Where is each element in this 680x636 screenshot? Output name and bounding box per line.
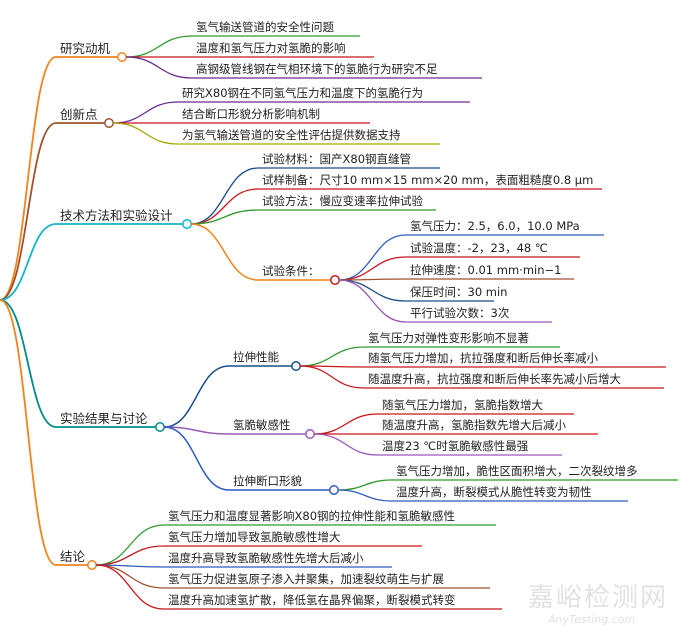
branch-1-node — [104, 118, 114, 128]
b3-sub1-leaf0-link — [313, 413, 379, 435]
b3-sub2-leaf1-link — [337, 489, 393, 502]
b0-leaf3-link — [125, 56, 193, 79]
leaf-motivation-2[interactable]: 温度和氢气压力对氢脆的影响 — [196, 41, 346, 55]
b3-sub1-leaf2-link — [313, 433, 379, 456]
b3-sub0-leaf0-link — [299, 346, 365, 367]
leaf-embrittle-3[interactable]: 温度23 ℃时氢脆敏感性最强 — [382, 439, 529, 453]
leaf-conclusion-5[interactable]: 温度升高加速氢扩散，降低氢在晶界偏聚，断裂模式转变 — [168, 593, 456, 607]
leaf-method-material[interactable]: 试验材料：国产X80钢直缝管 — [262, 152, 412, 166]
leaf-conclusion-4[interactable]: 氢气压力促进氢原子渗入并聚集，加速裂纹萌生与扩展 — [168, 572, 444, 586]
b3-sub0-node — [291, 361, 301, 371]
leaf-innovation-3[interactable]: 为氢气输送管道的安全性评估提供数据支持 — [182, 128, 401, 142]
leaf-method-specimen[interactable]: 试样制备：尺寸10 mm×15 mm×20 mm，表面粗糙度0.8 μm — [262, 173, 594, 187]
b3-sub1-node — [305, 429, 315, 439]
leaf-embrittle-1[interactable]: 随氢气压力增加，氢脆指数增大 — [382, 398, 543, 412]
sub-embrittlement[interactable]: 氢脆敏感性 — [233, 418, 291, 432]
watermark-en: AnyTesting.com — [548, 613, 636, 626]
branch-4-root-link — [0, 299, 57, 566]
leaf-cond-hold-time[interactable]: 保压时间：30 min — [410, 285, 508, 299]
branch-2-root-link — [0, 223, 57, 301]
branch-0-node — [117, 52, 127, 62]
branch-motivation[interactable]: 研究动机 — [60, 41, 111, 56]
b2-leaf3-link — [190, 209, 259, 225]
b3-sub2-link — [163, 426, 230, 491]
leaf-tensile-1[interactable]: 氢气压力对弹性变形影响不显著 — [368, 331, 529, 345]
branch-innovation[interactable]: 创新点 — [60, 107, 98, 122]
b3-sub1-link — [163, 426, 230, 435]
leaf-conclusion-3[interactable]: 温度升高导致氢脆敏感性先增大后减小 — [168, 551, 364, 565]
b3-sub2-leaf0-link — [337, 479, 393, 491]
leaf-fracture-2[interactable]: 温度升高，断裂模式从脆性转变为韧性 — [396, 485, 592, 499]
leaf-motivation-3[interactable]: 高钢级管线钢在气相环境下的氢脆行为研究不足 — [196, 62, 438, 76]
b2-leaf2-link — [190, 188, 259, 225]
branch-1-root-link — [0, 122, 57, 301]
leaf-method-test[interactable]: 试验方法：慢应变速率拉伸试验 — [262, 194, 423, 208]
b3-sub2-node — [329, 485, 339, 495]
b4-leaf3-link — [95, 564, 165, 589]
branch-4-node — [87, 560, 97, 570]
b2-sub-node — [330, 275, 340, 285]
leaf-cond-speed[interactable]: 拉伸速度：0.01 mm·min−1 — [410, 263, 562, 277]
leaf-cond-repeats[interactable]: 平行试验次数：3次 — [410, 306, 510, 320]
sub-fracture[interactable]: 拉伸断口形貌 — [233, 474, 302, 488]
watermark-cn: 嘉峪检测网 — [528, 583, 669, 613]
b1-leaf3-link — [112, 122, 179, 145]
b2-cond-3-link — [338, 279, 407, 302]
b1-leaf1-link — [112, 101, 179, 124]
leaf-cond-pressure[interactable]: 氢气压力：2.5，6.0，10.0 MPa — [410, 219, 580, 233]
leaf-innovation-2[interactable]: 结合断口形貌分析影响机制 — [182, 107, 320, 121]
branch-2-node — [182, 219, 192, 229]
leaf-tensile-2[interactable]: 随氢气压力增加，抗拉强度和断后伸长率减小 — [368, 351, 598, 365]
branch-method[interactable]: 技术方法和实验设计 — [60, 208, 173, 223]
b4-leaf4-link — [95, 564, 165, 610]
leaf-embrittle-2[interactable]: 随温度升高，氢脆指数先增大后减小 — [382, 418, 566, 432]
leaf-tensile-3[interactable]: 随温度升高，抗拉强度和断后伸长率先减小后增大 — [368, 372, 621, 386]
b2-leaf1-link — [190, 167, 259, 225]
b0-leaf1-link — [125, 35, 193, 58]
branch-results[interactable]: 实验结果与讨论 — [60, 411, 148, 426]
leaf-motivation-1[interactable]: 氢气输送管道的安全性问题 — [196, 20, 334, 34]
b2-cond-4-link — [338, 279, 407, 323]
b2-cond-1-link — [338, 256, 407, 281]
branch-0-root-link — [0, 56, 57, 301]
b3-sub0-link — [163, 365, 230, 428]
b4-leaf1-link — [95, 545, 165, 566]
branch-3-root-link — [0, 299, 57, 428]
leaf-conclusion-2[interactable]: 氢气压力增加导致氢脆敏感性增大 — [168, 530, 341, 544]
leaf-fracture-1[interactable]: 氢气压力增加，脆性区面积增大，二次裂纹增多 — [396, 464, 638, 478]
branch-3-node — [155, 422, 165, 432]
b2-cond-0-link — [338, 234, 407, 281]
branch-conclusion[interactable]: 结论 — [60, 549, 86, 564]
leaf-innovation-1[interactable]: 研究X80钢在不同氢气压力和温度下的氢脆行为 — [182, 86, 424, 100]
leaf-conclusion-1[interactable]: 氢气压力和温度显著影响X80钢的拉伸性能和氢脆敏感性 — [168, 509, 456, 523]
b3-sub0-leaf2-link — [299, 365, 365, 389]
sub-test-conditions[interactable]: 试验条件： — [262, 264, 320, 278]
b4-leaf0-link — [95, 524, 165, 566]
sub-tensile[interactable]: 拉伸性能 — [233, 350, 279, 364]
leaf-cond-temperature[interactable]: 试验温度：-2，23，48 ℃ — [410, 241, 548, 255]
b2-sub-link — [190, 223, 259, 281]
